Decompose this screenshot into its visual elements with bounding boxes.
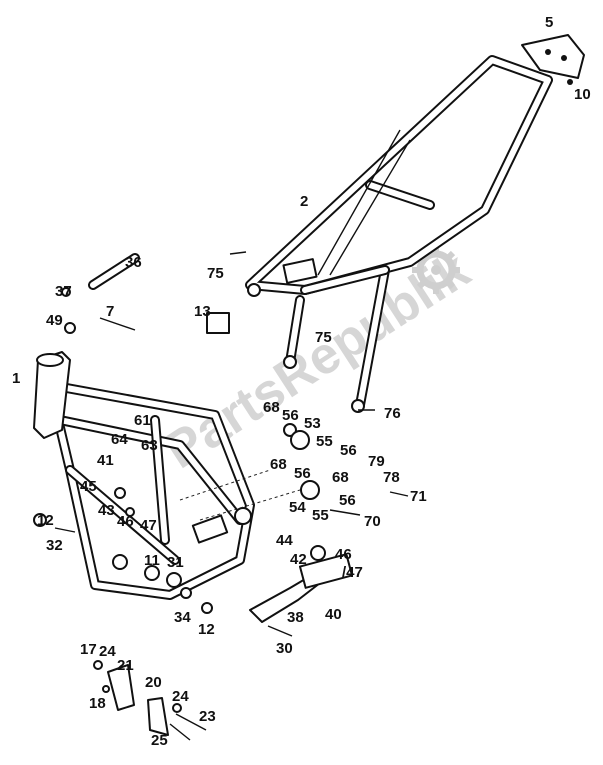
part-label: 61 xyxy=(134,412,151,429)
part-label: 46 xyxy=(335,546,352,563)
part-label: 46 xyxy=(117,513,134,530)
part-label: 79 xyxy=(368,453,385,470)
part-label: 12 xyxy=(37,512,54,529)
part-label: 68 xyxy=(263,399,280,416)
part-label: 43 xyxy=(98,502,115,519)
part-label: 63 xyxy=(141,437,158,454)
part-label: 10 xyxy=(574,86,591,103)
part-labels: 1251071112121317182021232424253031323436… xyxy=(12,14,591,749)
part-label: 41 xyxy=(97,452,114,469)
part-label: 13 xyxy=(194,303,211,320)
part-label: 68 xyxy=(270,456,287,473)
part-label: 55 xyxy=(316,433,333,450)
part-label: 56 xyxy=(282,407,299,424)
part-label: 38 xyxy=(287,609,304,626)
part-label: 32 xyxy=(46,537,63,554)
part-label: 23 xyxy=(199,708,216,725)
part-label: 70 xyxy=(364,513,381,530)
part-label: 11 xyxy=(144,552,160,569)
part-label: 40 xyxy=(325,606,342,623)
part-label: 21 xyxy=(117,657,134,674)
part-label: 1 xyxy=(12,370,20,387)
part-label: 71 xyxy=(410,488,427,505)
part-label: 75 xyxy=(315,329,332,346)
part-label: 36 xyxy=(125,254,142,271)
part-label: 24 xyxy=(99,643,116,660)
part-label: 49 xyxy=(46,312,63,329)
small-parts xyxy=(33,251,409,741)
part-label: 5 xyxy=(545,14,553,31)
main-frame xyxy=(33,351,301,600)
part-label: 47 xyxy=(140,517,157,534)
part-label: 20 xyxy=(145,674,162,691)
plate-part xyxy=(521,34,585,85)
part-label: 56 xyxy=(340,442,357,459)
part-label: 17 xyxy=(80,641,97,658)
part-label: 7 xyxy=(106,303,114,320)
part-label: 68 xyxy=(332,469,349,486)
part-label: 31 xyxy=(167,554,184,571)
part-label: 56 xyxy=(339,492,356,509)
part-label: 54 xyxy=(289,499,306,516)
part-label: 76 xyxy=(384,405,401,422)
part-label: 12 xyxy=(198,621,215,638)
part-label: 45 xyxy=(80,478,97,495)
subframe xyxy=(245,55,553,413)
part-label: /47 xyxy=(342,564,363,581)
part-label: 30 xyxy=(276,640,293,657)
part-label: 53 xyxy=(304,415,321,432)
part-label: 25 xyxy=(151,732,168,749)
part-label: 34 xyxy=(174,609,191,626)
part-label: 2 xyxy=(300,193,308,210)
part-label: 24 xyxy=(172,688,189,705)
part-label: 18 xyxy=(89,695,106,712)
part-label: 42 xyxy=(290,551,307,568)
part-label: 64 xyxy=(111,431,128,448)
part-label: 75 xyxy=(207,265,224,282)
part-label: 44 xyxy=(276,532,293,549)
part-label: 56 xyxy=(294,465,311,482)
part-label: 37 xyxy=(55,283,72,300)
part-label: 55 xyxy=(312,507,329,524)
part-label: 78 xyxy=(383,469,400,486)
